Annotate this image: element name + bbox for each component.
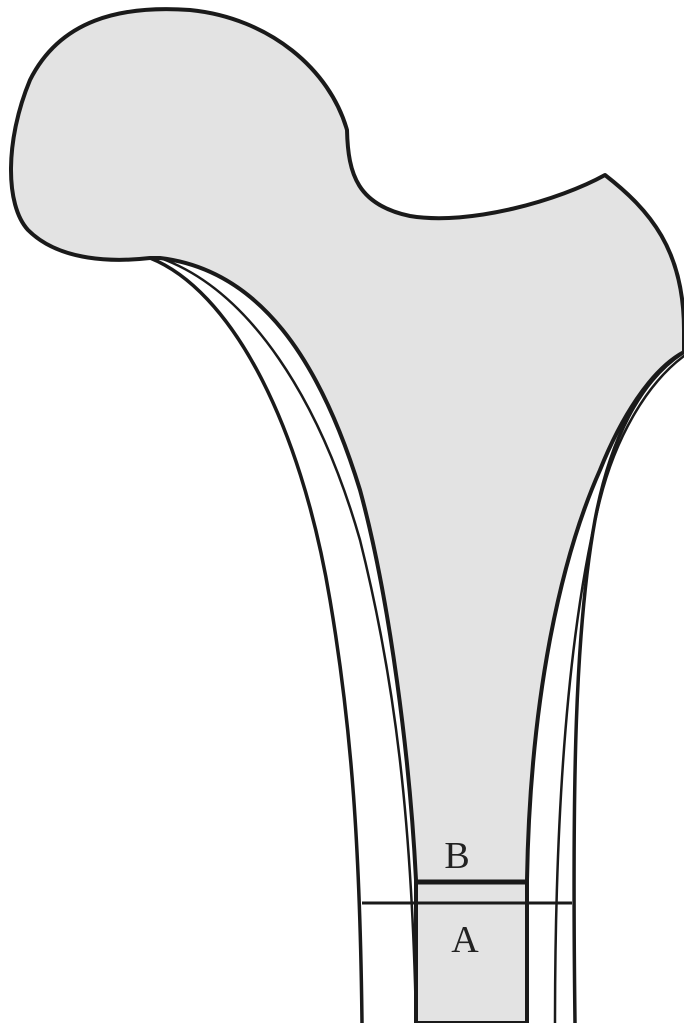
label-a: A	[451, 919, 479, 961]
femur-bone	[11, 9, 684, 1023]
label-b: B	[444, 835, 469, 877]
